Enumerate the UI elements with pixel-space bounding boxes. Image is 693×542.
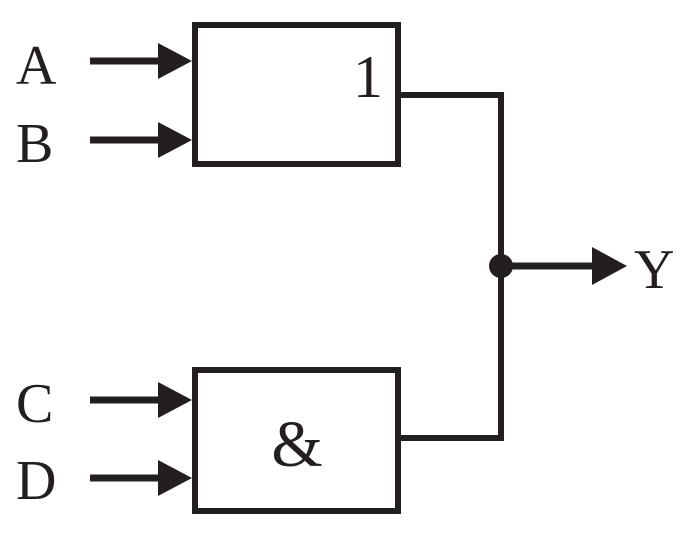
input-arrow-a: [90, 43, 192, 79]
input-arrow-c: [90, 382, 192, 418]
or-gate-symbol: 1: [353, 44, 383, 110]
or-gate-output-wire: [398, 92, 504, 266]
input-arrow-d: [90, 460, 192, 496]
input-label-d: D: [16, 450, 56, 512]
input-label-a: A: [16, 35, 57, 97]
and-gate-output-wire: [398, 266, 504, 441]
input-label-b: B: [16, 113, 53, 175]
output-arrow: [501, 247, 627, 285]
input-label-c: C: [16, 373, 53, 435]
output-label-y: Y: [634, 239, 674, 301]
and-gate-symbol: &: [271, 408, 322, 481]
input-arrow-b: [90, 122, 192, 158]
